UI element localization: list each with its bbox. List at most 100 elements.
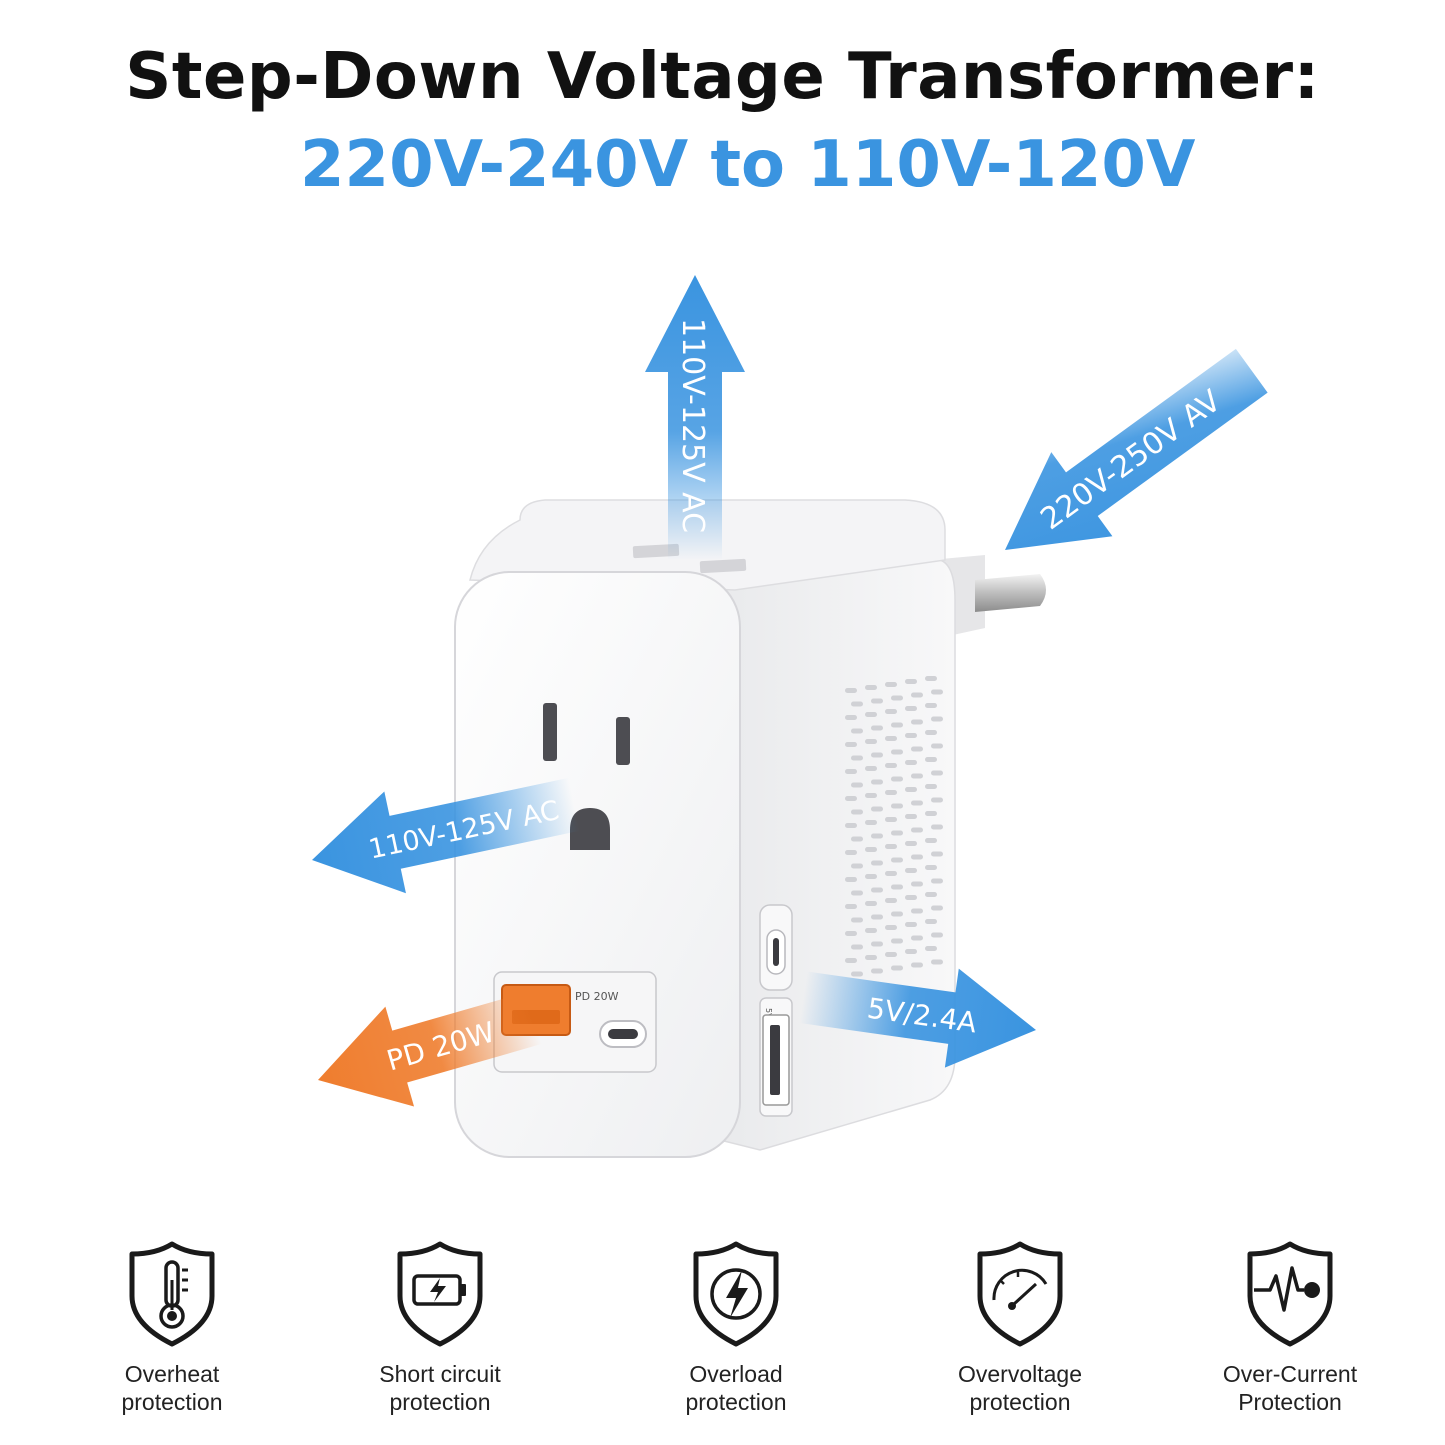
vent-slot [851, 836, 863, 842]
vent-slot [911, 827, 923, 833]
vent-slot [905, 706, 917, 711]
vent-slot [871, 698, 883, 704]
vent-slot [845, 715, 857, 720]
vent-slot [845, 931, 857, 936]
vent-slot [845, 823, 857, 828]
vent-slot [885, 844, 897, 849]
vent-slot [925, 865, 937, 870]
feature-overvoltage: Overvoltage protection [920, 1240, 1120, 1416]
vent-slot [865, 685, 877, 690]
vent-slot [905, 949, 917, 954]
front-ac-outlet [543, 703, 630, 850]
vent-slot [885, 952, 897, 957]
feature-line2: protection [121, 1389, 223, 1415]
vent-slot [851, 863, 863, 869]
feature-line1: Over-Current [1222, 1361, 1358, 1387]
vent-slot [891, 695, 903, 701]
vent-slot [871, 806, 883, 812]
battery-shield-icon [397, 1241, 483, 1347]
vent-slot [931, 824, 943, 830]
vent-slot [851, 728, 863, 734]
feature-line2: protection [685, 1389, 787, 1415]
vent-slot [931, 716, 943, 722]
vent-slot [845, 769, 857, 774]
vent-slot [891, 776, 903, 782]
vent-slot [851, 782, 863, 788]
arrow-input-label: 220V-250V AV [1034, 383, 1228, 537]
vent-slot [851, 944, 863, 950]
feature-line2: Protection [1238, 1389, 1342, 1415]
feature-line1: Overload [689, 1361, 783, 1387]
vent-slot [871, 752, 883, 758]
vent-slot [885, 817, 897, 822]
vent-slot [911, 773, 923, 779]
vent-slot [925, 784, 937, 789]
gauge-shield-icon [977, 1241, 1063, 1347]
vent-slot [911, 908, 923, 914]
arrow-input: 220V-250V AV [1005, 348, 1268, 550]
vent-slot [845, 904, 857, 909]
vent-slot [871, 833, 883, 839]
vent-slot [845, 796, 857, 801]
vent-slot [865, 955, 877, 960]
vent-slot [885, 709, 897, 714]
vent-slot [931, 878, 943, 884]
vent-slot [931, 770, 943, 776]
vent-slot [845, 877, 857, 882]
vent-slot [931, 932, 943, 938]
vent-slot [851, 755, 863, 761]
vent-slot [911, 881, 923, 887]
vent-slot [885, 790, 897, 795]
vent-slot [871, 860, 883, 866]
vent-slot [885, 898, 897, 903]
vent-slot [871, 887, 883, 893]
vent-slot [905, 922, 917, 927]
vent-slot [925, 811, 937, 816]
vent-slot [925, 730, 937, 735]
vent-slot [931, 905, 943, 911]
vent-slot [911, 800, 923, 806]
vent-slot [851, 890, 863, 896]
vent-slot [865, 712, 877, 717]
product-illustration: PD 20W 5V 2.4A 110V-125V AC 220V-250V AV… [312, 275, 1268, 1158]
feature-line1: Short circuit [379, 1361, 501, 1387]
vent-slot [885, 871, 897, 876]
vent-slot [905, 814, 917, 819]
vent-slot [871, 725, 883, 731]
vent-slot [911, 692, 923, 698]
feature-overload: Overload protection [636, 1240, 836, 1416]
vent-slot [871, 941, 883, 947]
arrow-top-output: 110V-125V AC [645, 275, 745, 560]
vent-slot [931, 743, 943, 749]
vent-slot [925, 838, 937, 843]
vent-slot [925, 946, 937, 951]
vent-slot [905, 787, 917, 792]
vent-slot [911, 719, 923, 725]
lightning-shield-icon [693, 1241, 779, 1347]
vent-slot [905, 760, 917, 765]
vent-slot [911, 854, 923, 860]
vent-slot [891, 938, 903, 944]
vent-slot [851, 917, 863, 923]
vent-slot [931, 797, 943, 803]
arrow-top-label: 110V-125V AC [675, 318, 710, 533]
vent-slot [845, 850, 857, 855]
vent-slot [891, 911, 903, 917]
vent-slot [905, 895, 917, 900]
vent-slot [905, 733, 917, 738]
vent-slot [851, 809, 863, 815]
vent-slot [865, 901, 877, 906]
vent-slot [865, 766, 877, 771]
vent-slot [865, 793, 877, 798]
top-outlet-slot [699, 558, 747, 574]
feature-line1: Overheat [124, 1361, 220, 1387]
vent-slot [931, 689, 943, 695]
arrow-pd-output: PD 20W [318, 992, 542, 1107]
vent-slot [865, 820, 877, 825]
feature-short-circuit: Short circuit protection [340, 1240, 540, 1416]
vent-slot [851, 971, 863, 977]
vent-slot [871, 914, 883, 920]
feature-line2: protection [969, 1389, 1071, 1415]
vent-slot [845, 742, 857, 747]
vent-slot [891, 830, 903, 836]
